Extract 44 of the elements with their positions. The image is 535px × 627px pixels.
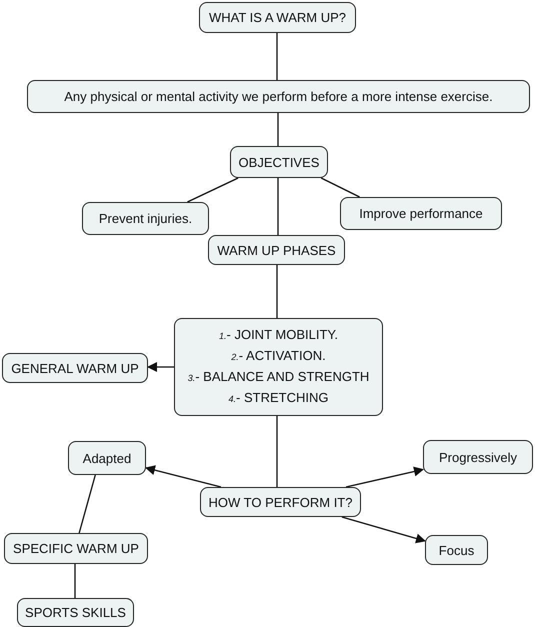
concept-box	[425, 535, 488, 565]
node-label: HOW TO PERFORM IT?	[208, 494, 352, 512]
node-label: WARM UP PHASES	[217, 242, 336, 260]
connector-line	[276, 265, 278, 318]
node-label: Progressively	[438, 448, 518, 466]
connector-line	[187, 177, 238, 203]
concept-box	[82, 202, 209, 235]
connector-line	[277, 178, 279, 235]
node-label: Prevent injuries.	[98, 210, 192, 228]
connector-line	[74, 564, 76, 598]
list-item: 3.- BALANCE AND STRENGTH	[188, 368, 370, 386]
concept-box	[208, 235, 345, 265]
concept-box	[340, 197, 502, 230]
arrow	[346, 466, 424, 488]
connector-line	[276, 416, 278, 487]
definition-box	[27, 80, 530, 113]
concept-box	[4, 533, 148, 564]
connector-line	[277, 113, 279, 146]
node-label: Adapted	[82, 450, 132, 468]
arrow	[342, 516, 426, 544]
concept-box	[2, 353, 148, 383]
node-label: GENERAL WARM UP	[11, 360, 139, 378]
node-label: WHAT IS A WARM UP?	[208, 9, 346, 27]
node-label: Focus	[438, 542, 474, 560]
concept-box	[68, 441, 146, 475]
list-item: 4.- STRETCHING	[228, 389, 328, 407]
node-label: SPORTS SKILLS	[25, 604, 126, 622]
node-label: Any physical or mental activity we perform before a more intense exercise.	[64, 88, 493, 106]
connector-line	[276, 33, 278, 80]
list-item: 1.- JOINT MOBILITY.	[219, 326, 338, 344]
concept-box	[423, 440, 533, 474]
question-box	[200, 487, 361, 517]
connector-line	[78, 474, 96, 534]
connector-line	[320, 177, 360, 198]
question-box	[199, 2, 356, 33]
concept-box	[230, 146, 328, 178]
node-label: OBJECTIVES	[238, 154, 320, 172]
list-box	[174, 318, 383, 416]
concept-box	[17, 598, 134, 627]
list-item: 2.- ACTIVATION.	[231, 347, 326, 365]
arrow	[147, 362, 174, 372]
node-label: SPECIFIC WARM UP	[13, 540, 139, 558]
arrow	[145, 465, 222, 488]
node-label: Improve performance	[359, 205, 483, 223]
